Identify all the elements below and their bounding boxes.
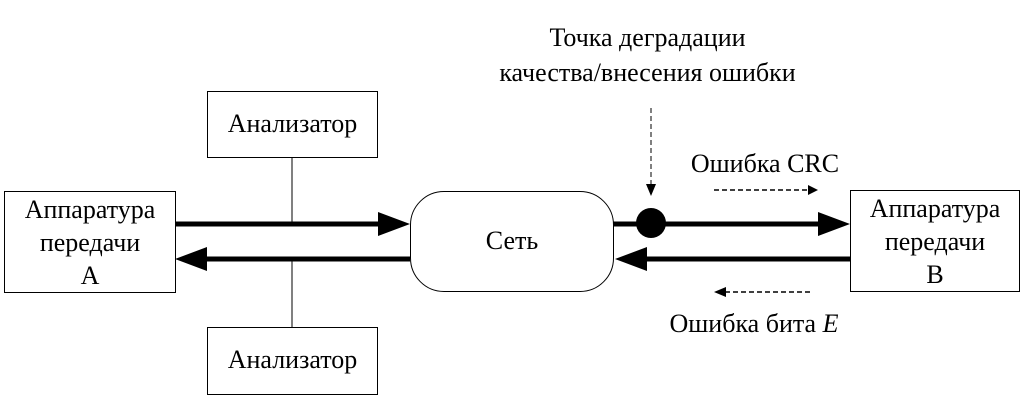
analyzer-top-label: Анализатор	[227, 109, 358, 138]
degradation-label-line2: качества/внесения ошибки	[499, 58, 796, 87]
analyzer-bottom-label: Анализатор	[227, 345, 358, 374]
crc-error-arrowhead	[808, 185, 818, 195]
bit-error-arrowhead	[714, 287, 726, 297]
analyzer-bottom-box	[207, 327, 378, 395]
analyzer-top-box	[207, 91, 378, 158]
degradation-label-line1: Точка деградации	[549, 23, 746, 52]
equipment-b-line3: B	[926, 260, 944, 289]
equipment-b-line1: Аппаратура	[869, 194, 1001, 223]
equipment-a-line1: Аппаратура	[24, 195, 156, 224]
arrowhead-network-to-b	[818, 212, 850, 236]
network-label: Сеть	[485, 226, 539, 255]
arrowhead-a-to-network	[378, 212, 410, 236]
arrowhead-network-to-a	[175, 247, 207, 271]
degradation-point-label: Точка деградации качества/внесения ошибк…	[450, 20, 845, 90]
equipment-a-label: Аппаратура передачи A	[4, 193, 176, 292]
equipment-b-line2: передачи	[884, 227, 986, 256]
equipment-b-box	[850, 190, 1020, 292]
bit-error-text: Ошибка бита	[669, 309, 823, 338]
degradation-pointer-arrowhead	[646, 184, 656, 196]
crc-error-label: Ошибка CRC	[690, 149, 840, 178]
arrowhead-b-to-network	[615, 247, 647, 271]
bit-error-variable: E	[822, 309, 839, 338]
network-box	[410, 191, 614, 292]
degradation-point-dot	[636, 208, 666, 238]
equipment-a-line2: передачи	[39, 228, 141, 257]
equipment-a-box	[4, 191, 176, 293]
equipment-a-line3: A	[80, 261, 100, 290]
bit-error-label: Ошибка бита E	[645, 307, 863, 341]
equipment-b-label: Аппаратура передачи B	[850, 192, 1020, 291]
